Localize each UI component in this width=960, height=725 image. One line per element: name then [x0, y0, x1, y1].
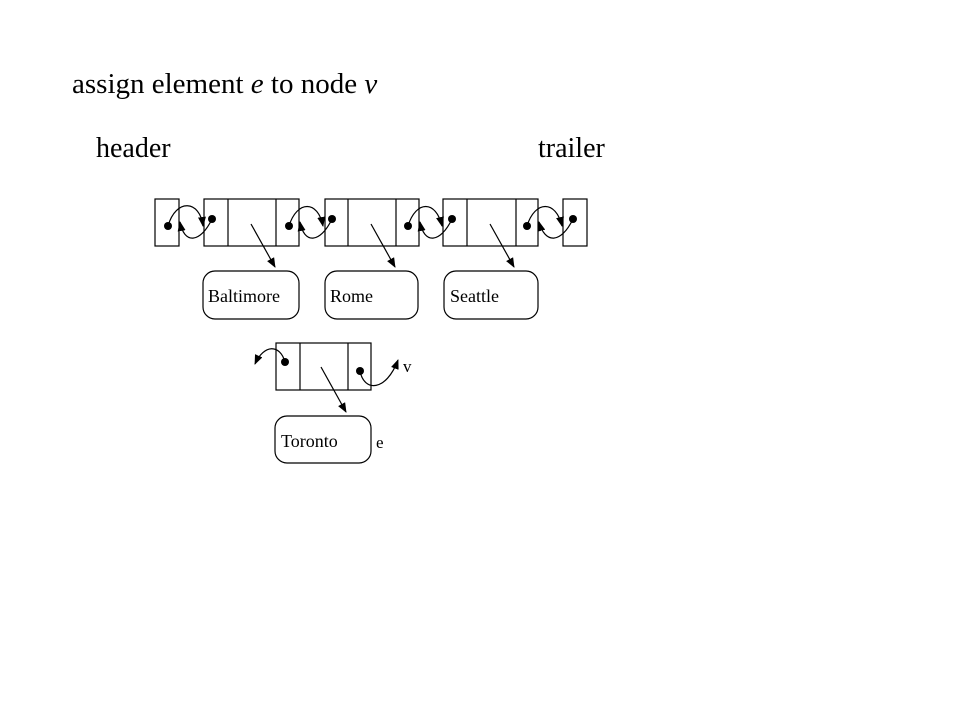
- header-node: [154, 198, 180, 247]
- node-baltimore: [203, 198, 300, 247]
- prev-arrow-trailer: [537, 218, 574, 239]
- element-box: [324, 270, 419, 320]
- title-var-v: v: [364, 68, 377, 100]
- element-arrow-baltimore: [250, 223, 276, 268]
- prev-arrow-rome: [297, 218, 333, 239]
- element-box: [274, 415, 372, 464]
- node-rome-box: [324, 198, 420, 247]
- next-arrow-rome: [407, 206, 444, 227]
- next-arrow-baltimore: [288, 206, 326, 227]
- node-baltimore-box: [203, 198, 300, 247]
- next-arrow-v: [359, 359, 399, 387]
- element-toronto: Toronto: [274, 415, 372, 464]
- slide-title: assign element e to node v: [72, 68, 377, 100]
- node-seattle-box: [442, 198, 539, 247]
- element-rome: Rome: [324, 270, 419, 320]
- node-seattle: [442, 198, 539, 247]
- node-rome: [324, 198, 420, 247]
- node-v-label: v: [403, 357, 412, 376]
- element-label-baltimore: Baltimore: [208, 286, 280, 306]
- node-v: [275, 342, 372, 391]
- element-e-label: e: [376, 433, 384, 452]
- element-arrow-seattle: [489, 223, 515, 268]
- prev-arrow-v: [254, 348, 286, 365]
- element-arrow-rome: [370, 223, 396, 268]
- title-text-1: assign element: [72, 68, 251, 100]
- next-arrow-header: [167, 205, 206, 227]
- element-seattle: Seattle: [443, 270, 539, 320]
- header-label: header: [96, 133, 171, 164]
- trailer-label: trailer: [538, 133, 606, 164]
- trailer-node-cell: [562, 198, 588, 247]
- trailer-node: [562, 198, 588, 247]
- prev-arrow-baltimore: [177, 218, 213, 239]
- element-box: [443, 270, 539, 320]
- prev-arrow-seattle: [417, 218, 453, 239]
- element-baltimore: Baltimore: [202, 270, 300, 320]
- element-label-toronto: Toronto: [281, 431, 338, 451]
- next-arrow-seattle: [526, 206, 564, 227]
- element-box: [202, 270, 300, 320]
- element-label-rome: Rome: [330, 286, 373, 306]
- element-arrow-toronto: [320, 366, 347, 413]
- title-var-e: e: [251, 68, 264, 100]
- title-text-2: to node: [264, 68, 365, 100]
- element-label-seattle: Seattle: [450, 286, 499, 306]
- node-v-box: [275, 342, 372, 391]
